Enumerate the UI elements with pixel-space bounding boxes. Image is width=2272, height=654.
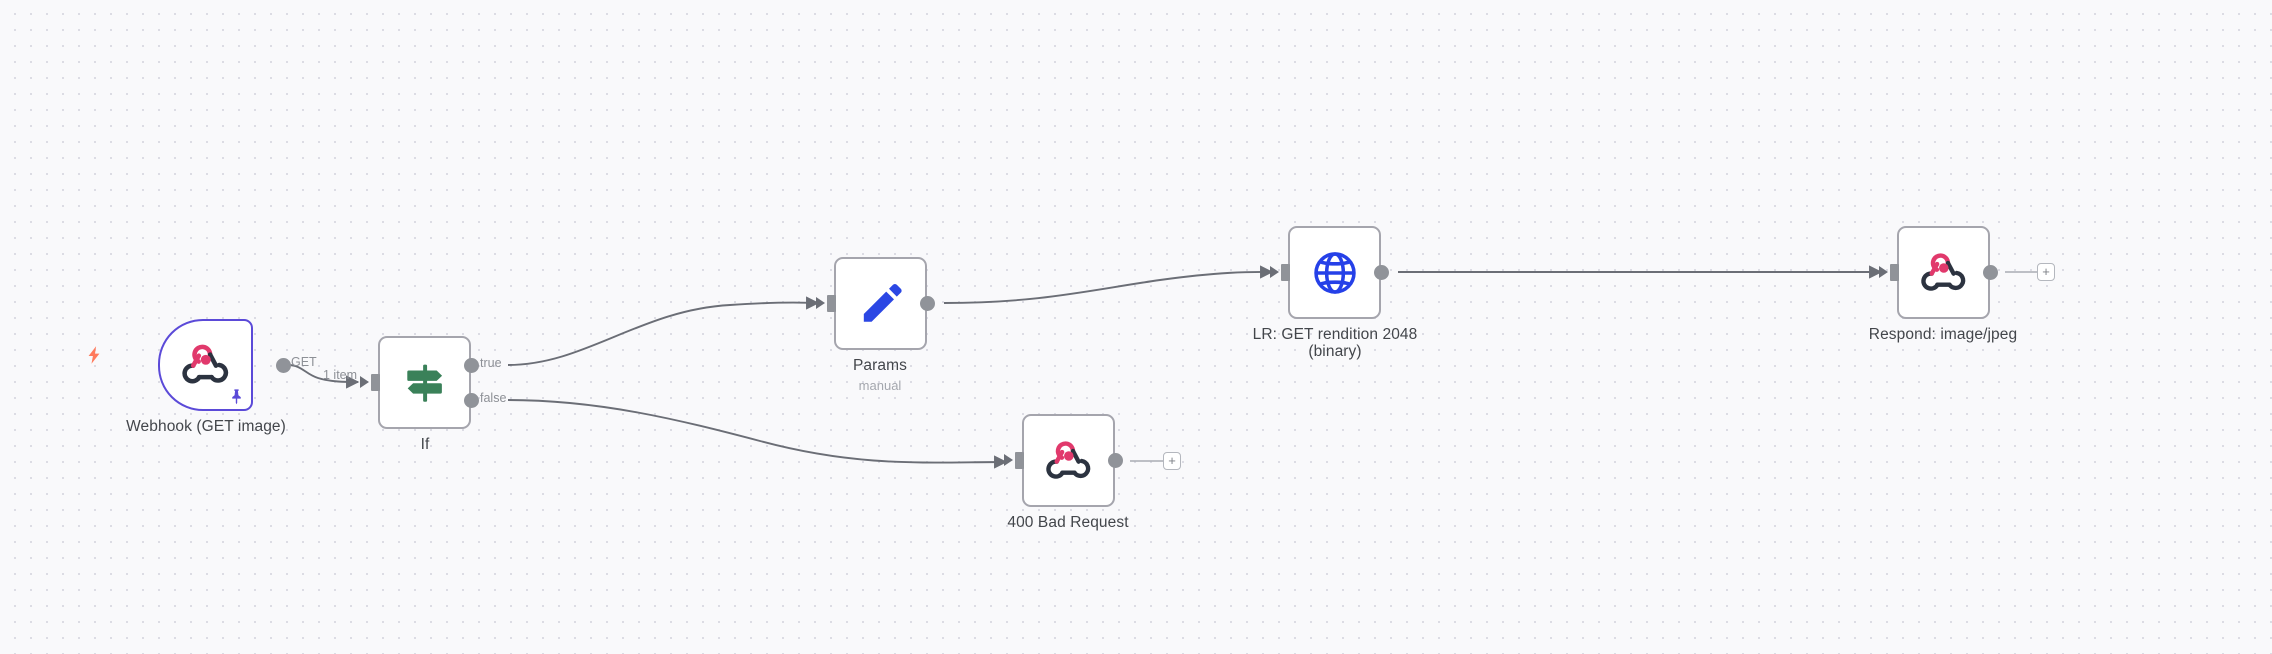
node-webhook[interactable]	[158, 319, 253, 411]
node-http-request[interactable]	[1288, 226, 1381, 319]
node-label-params: Params	[852, 357, 907, 374]
pencil-icon	[857, 280, 905, 328]
params-input-port[interactable]	[827, 295, 836, 312]
http-input-arrow	[1270, 266, 1279, 278]
pin-icon[interactable]	[228, 388, 245, 405]
webhook-icon	[180, 339, 232, 391]
webhook-icon	[1919, 248, 1969, 298]
http-input-port[interactable]	[1281, 264, 1290, 281]
node-respond-image[interactable]	[1897, 226, 1990, 319]
params-output-port[interactable]	[920, 296, 935, 311]
add-node-button-after-badrequest[interactable]: +	[1163, 452, 1181, 470]
if-true-output-port[interactable]	[464, 358, 479, 373]
http-output-port[interactable]	[1374, 265, 1389, 280]
node-label-if: If	[420, 436, 430, 453]
node-label-400-bad-request: 400 Bad Request	[1007, 514, 1129, 531]
if-input-arrow	[360, 376, 369, 388]
badrequest-output-port[interactable]	[1108, 453, 1123, 468]
edge-params-http[interactable]	[943, 265, 1274, 304]
webhook-icon	[1044, 436, 1094, 486]
if-false-output-port[interactable]	[464, 393, 479, 408]
params-input-arrow	[816, 297, 825, 309]
node-if[interactable]	[378, 336, 471, 429]
respond-output-port[interactable]	[1983, 265, 1998, 280]
if-input-port[interactable]	[371, 374, 380, 391]
edge-if-true-params[interactable]	[507, 296, 820, 366]
edge-label-if-true: true	[480, 356, 502, 370]
webhook-output-port[interactable]	[276, 358, 291, 373]
node-sublabel-params: manual	[858, 378, 902, 393]
edge-if-false-badrequest[interactable]	[507, 399, 1008, 469]
node-params[interactable]	[834, 257, 927, 350]
node-label-webhook: Webhook (GET image)	[126, 418, 286, 435]
edge-label-webhook-items: 1 item	[323, 368, 358, 382]
signpost-icon	[400, 358, 450, 408]
respond-input-port[interactable]	[1890, 264, 1899, 281]
edge-label-webhook-get: GET	[291, 355, 317, 369]
badrequest-input-arrow	[1004, 454, 1013, 466]
globe-icon	[1310, 248, 1360, 298]
edge-label-if-false: false	[480, 391, 507, 405]
lightning-bolt-icon	[84, 343, 104, 367]
respond-input-arrow	[1879, 266, 1888, 278]
node-label-respond-image: Respond: image/jpeg	[1868, 326, 2018, 343]
edge-webhook-if[interactable]	[287, 364, 360, 389]
node-label-http-request: LR: GET rendition 2048 (binary)	[1252, 326, 1418, 360]
badrequest-input-port[interactable]	[1015, 452, 1024, 469]
add-node-button-after-respond[interactable]: +	[2037, 263, 2055, 281]
node-400-bad-request[interactable]	[1022, 414, 1115, 507]
